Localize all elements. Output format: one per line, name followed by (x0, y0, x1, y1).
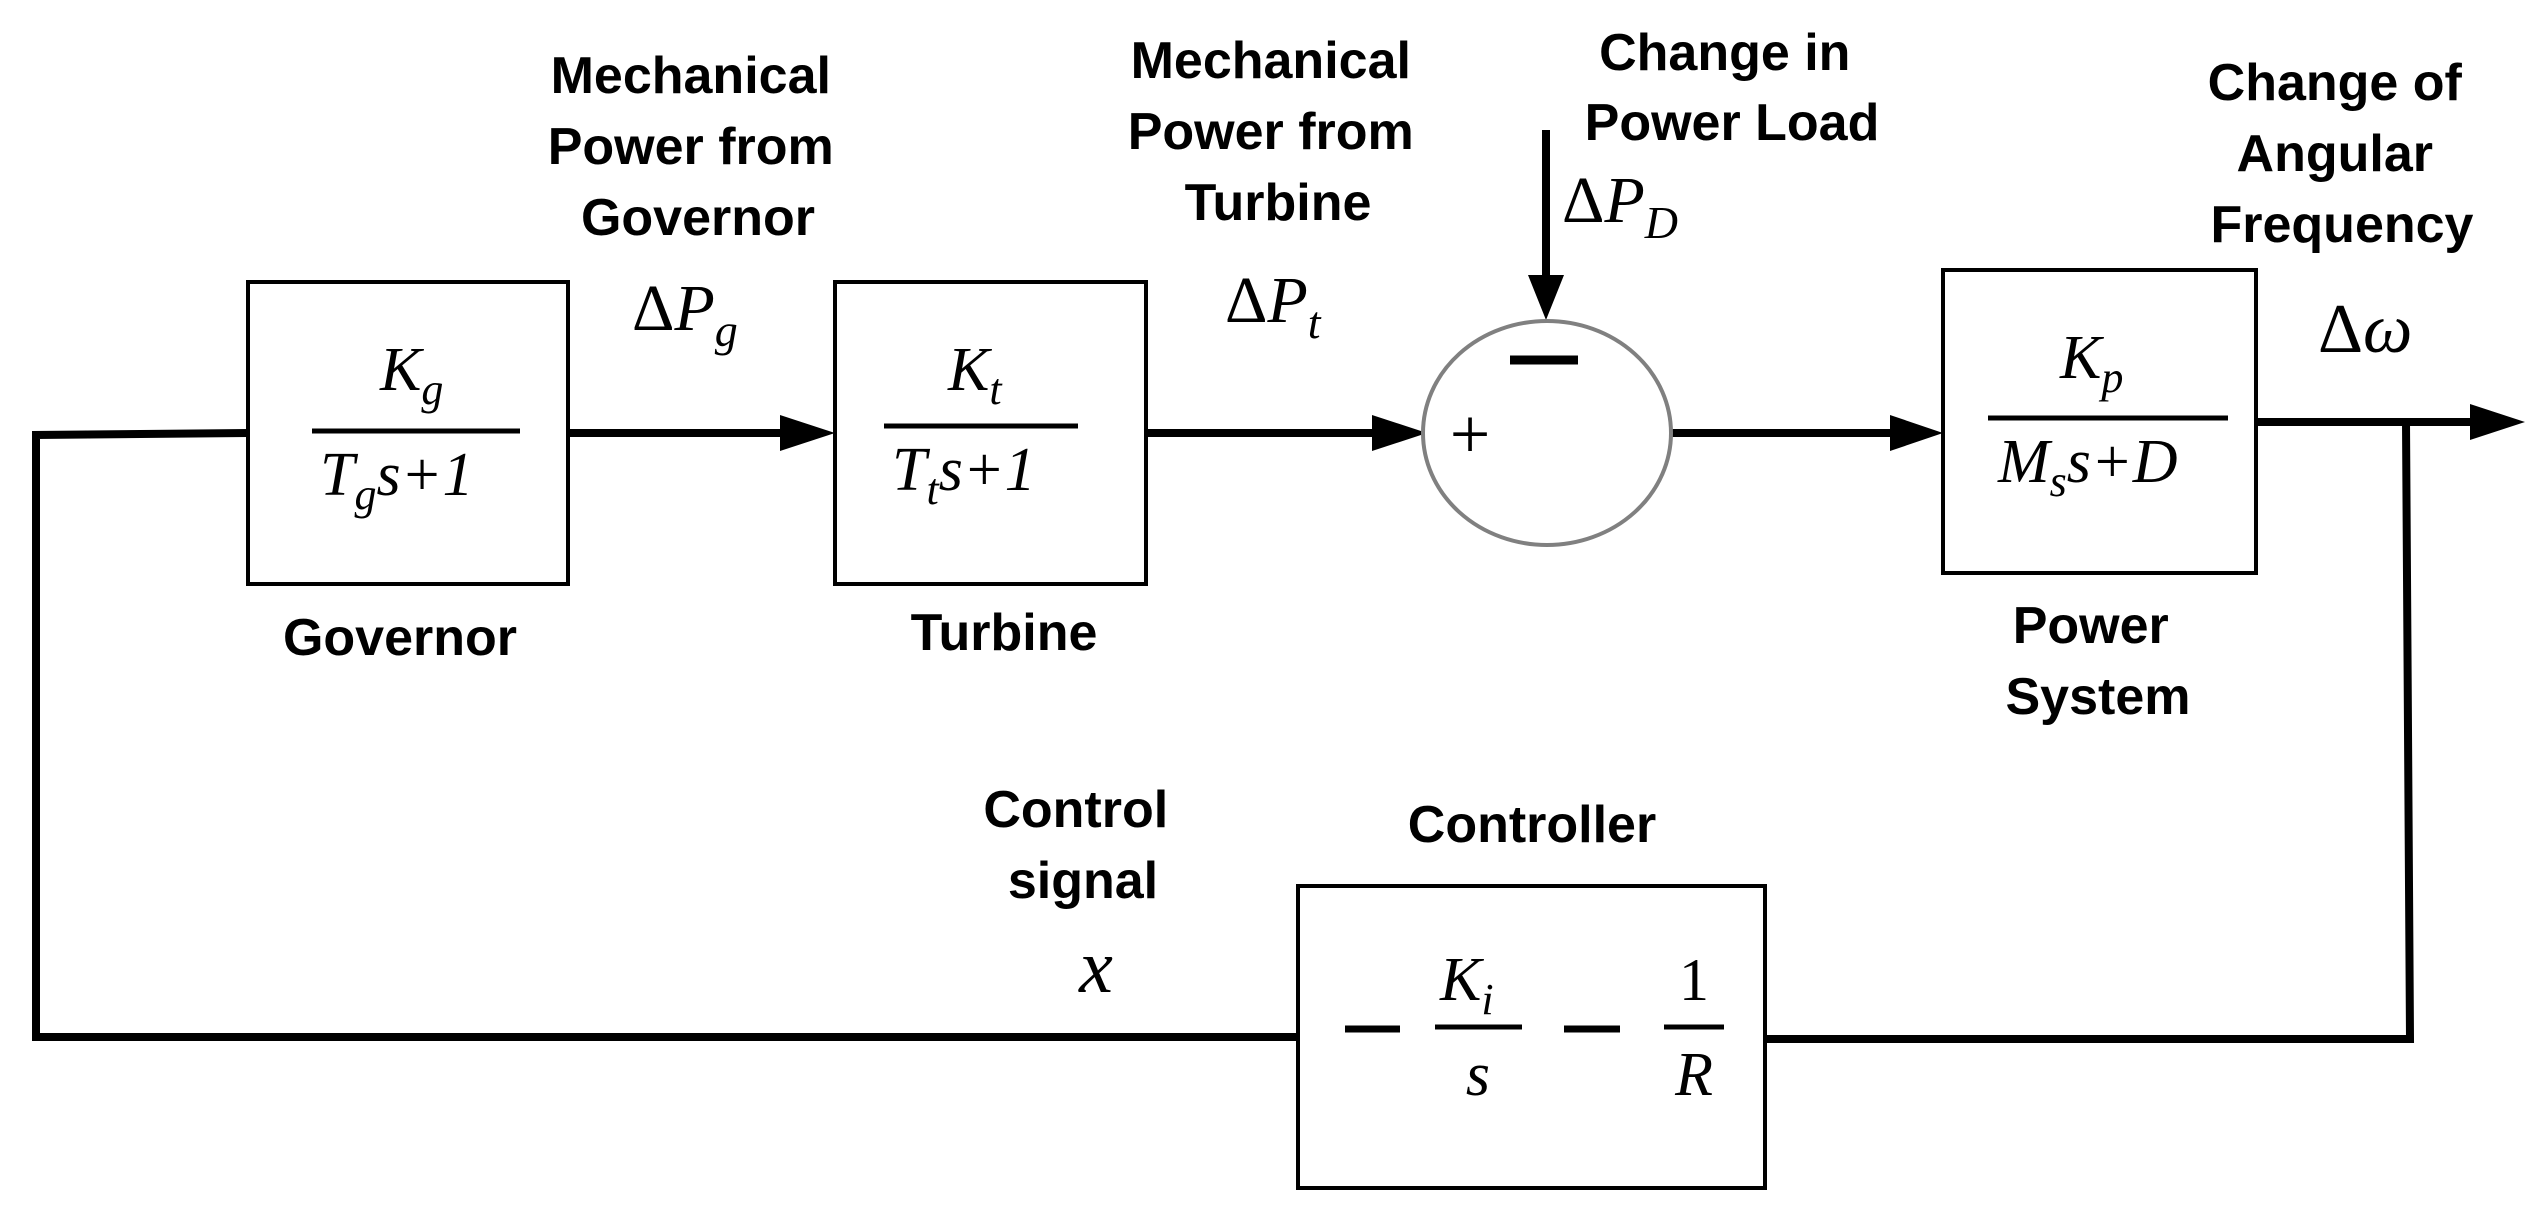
sum-plus-sign: + (1450, 394, 1491, 474)
turbine-denominator: Tts+1 (892, 436, 1036, 514)
label-turbine: Turbine (911, 604, 1098, 662)
delta-omega-symbol: Δω (2318, 291, 2412, 368)
label-change-of-angular-frequency: Change of Angular Frequency (2208, 54, 2477, 254)
label-change-in-power-load: Change in Power Load (1585, 24, 1880, 152)
power-system-block: Kp Mss+D (1941, 268, 2258, 575)
summing-junction: + (1421, 319, 1673, 547)
arrowhead-turbine-input (780, 415, 835, 451)
controller-one-numerator: 1 (1679, 947, 1709, 1013)
label-mechanical-power-turbine: Mechanical Power from Turbine (1128, 32, 1429, 232)
label-control-signal: Control signal (983, 781, 1182, 910)
signal-wires (32, 130, 2525, 1043)
controller-ki-denominator: s (1466, 1041, 1490, 1109)
label-mechanical-power-governor: Mechanical Power from Governor (548, 47, 849, 247)
turbine-numerator: Kt (947, 336, 1003, 414)
turbine-block: Kt Tts+1 (833, 280, 1148, 586)
controller-block: Ki s 1 R (1296, 884, 1767, 1190)
delta-pg-symbol: ΔPg (632, 272, 738, 356)
delta-pt-symbol: ΔPt (1225, 264, 1322, 348)
governor-numerator: Kg (379, 336, 443, 414)
label-power-system: Power System (2006, 597, 2191, 726)
arrowhead-power-system-input (1890, 415, 1943, 451)
power-system-numerator: Kp (2059, 324, 2123, 402)
arrowhead-output (2470, 404, 2525, 440)
arrowhead-sum-input (1372, 415, 1427, 451)
wire-feedback-left (32, 429, 1298, 1041)
x-symbol: x (1078, 925, 1113, 1009)
governor-block: Kg Tgs+1 (246, 280, 570, 586)
label-controller: Controller (1408, 796, 1656, 854)
governor-denominator: Tgs+1 (320, 441, 473, 519)
controller-ki-numerator: Ki (1439, 946, 1494, 1024)
controller-r-denominator: R (1674, 1041, 1713, 1109)
power-system-denominator: Mss+D (1997, 428, 2178, 506)
arrowhead-load-input (1528, 275, 1564, 320)
delta-pd-symbol: ΔPD (1562, 164, 1678, 248)
wire-feedback-right (1765, 421, 2415, 1043)
label-governor: Governor (283, 609, 517, 667)
